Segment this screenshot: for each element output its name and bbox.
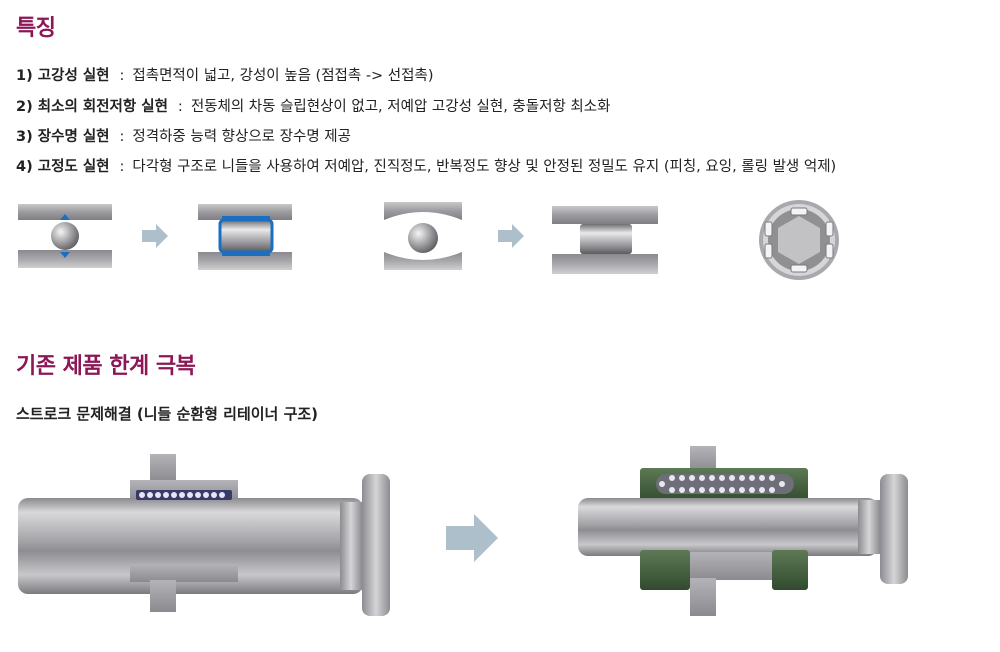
arrow-right-icon bbox=[446, 514, 498, 562]
point-contact-grooved bbox=[384, 202, 462, 270]
feature-separator: : bbox=[177, 99, 183, 115]
overcome-heading: 기존 제품 한계 극복 bbox=[16, 354, 196, 379]
polygon-needle-cross-section bbox=[759, 200, 839, 280]
arrow-right-icon bbox=[142, 224, 168, 248]
feature-text: 정격하중 능력 향상으로 장수명 제공 bbox=[132, 129, 351, 145]
feature-item-4: 4) 고정도 실현: 다각형 구조로 니들을 사용하여 저예압, 진직정도, 반복… bbox=[16, 155, 836, 176]
feature-separator: : bbox=[119, 68, 125, 84]
feature-separator: : bbox=[119, 159, 125, 175]
feature-item-3: 3) 장수명 실현: 정격하중 능력 향상으로 장수명 제공 bbox=[16, 125, 351, 146]
features-heading: 특징 bbox=[16, 16, 56, 41]
contact-diagram bbox=[18, 200, 839, 280]
retainer-diagram bbox=[18, 446, 908, 616]
feature-item-2: 2) 최소의 회전저항 실현: 전동체의 차동 슬립현상이 없고, 저예압 고강성… bbox=[16, 95, 610, 116]
needle-retainer-spline bbox=[578, 446, 908, 616]
feature-text: 접촉면적이 넓고, 강성이 높음 (점접촉 -> 선접촉) bbox=[132, 68, 434, 84]
point-contact-flat bbox=[18, 204, 112, 268]
feature-label: 2) 최소의 회전저항 실현 bbox=[16, 99, 168, 115]
existing-ball-spline bbox=[18, 454, 390, 616]
feature-label: 4) 고정도 실현 bbox=[16, 159, 110, 175]
feature-label: 1) 고강성 실현 bbox=[16, 68, 110, 84]
feature-text: 다각형 구조로 니들을 사용하여 저예압, 진직정도, 반복정도 향상 및 안정… bbox=[132, 159, 837, 175]
feature-item-1: 1) 고강성 실현: 접촉면적이 넓고, 강성이 높음 (점접촉 -> 선접촉) bbox=[16, 64, 433, 85]
feature-text: 전동체의 차동 슬립현상이 없고, 저예압 고강성 실현, 충돌저항 최소화 bbox=[190, 99, 611, 115]
feature-separator: : bbox=[119, 129, 125, 145]
line-contact-roller bbox=[552, 206, 658, 274]
overcome-subheading: 스트로크 문제해결 (니들 순환형 리테이너 구조) bbox=[16, 405, 319, 423]
feature-label: 3) 장수명 실현 bbox=[16, 129, 110, 145]
arrow-right-icon bbox=[498, 224, 524, 248]
line-contact-flat bbox=[198, 204, 292, 270]
